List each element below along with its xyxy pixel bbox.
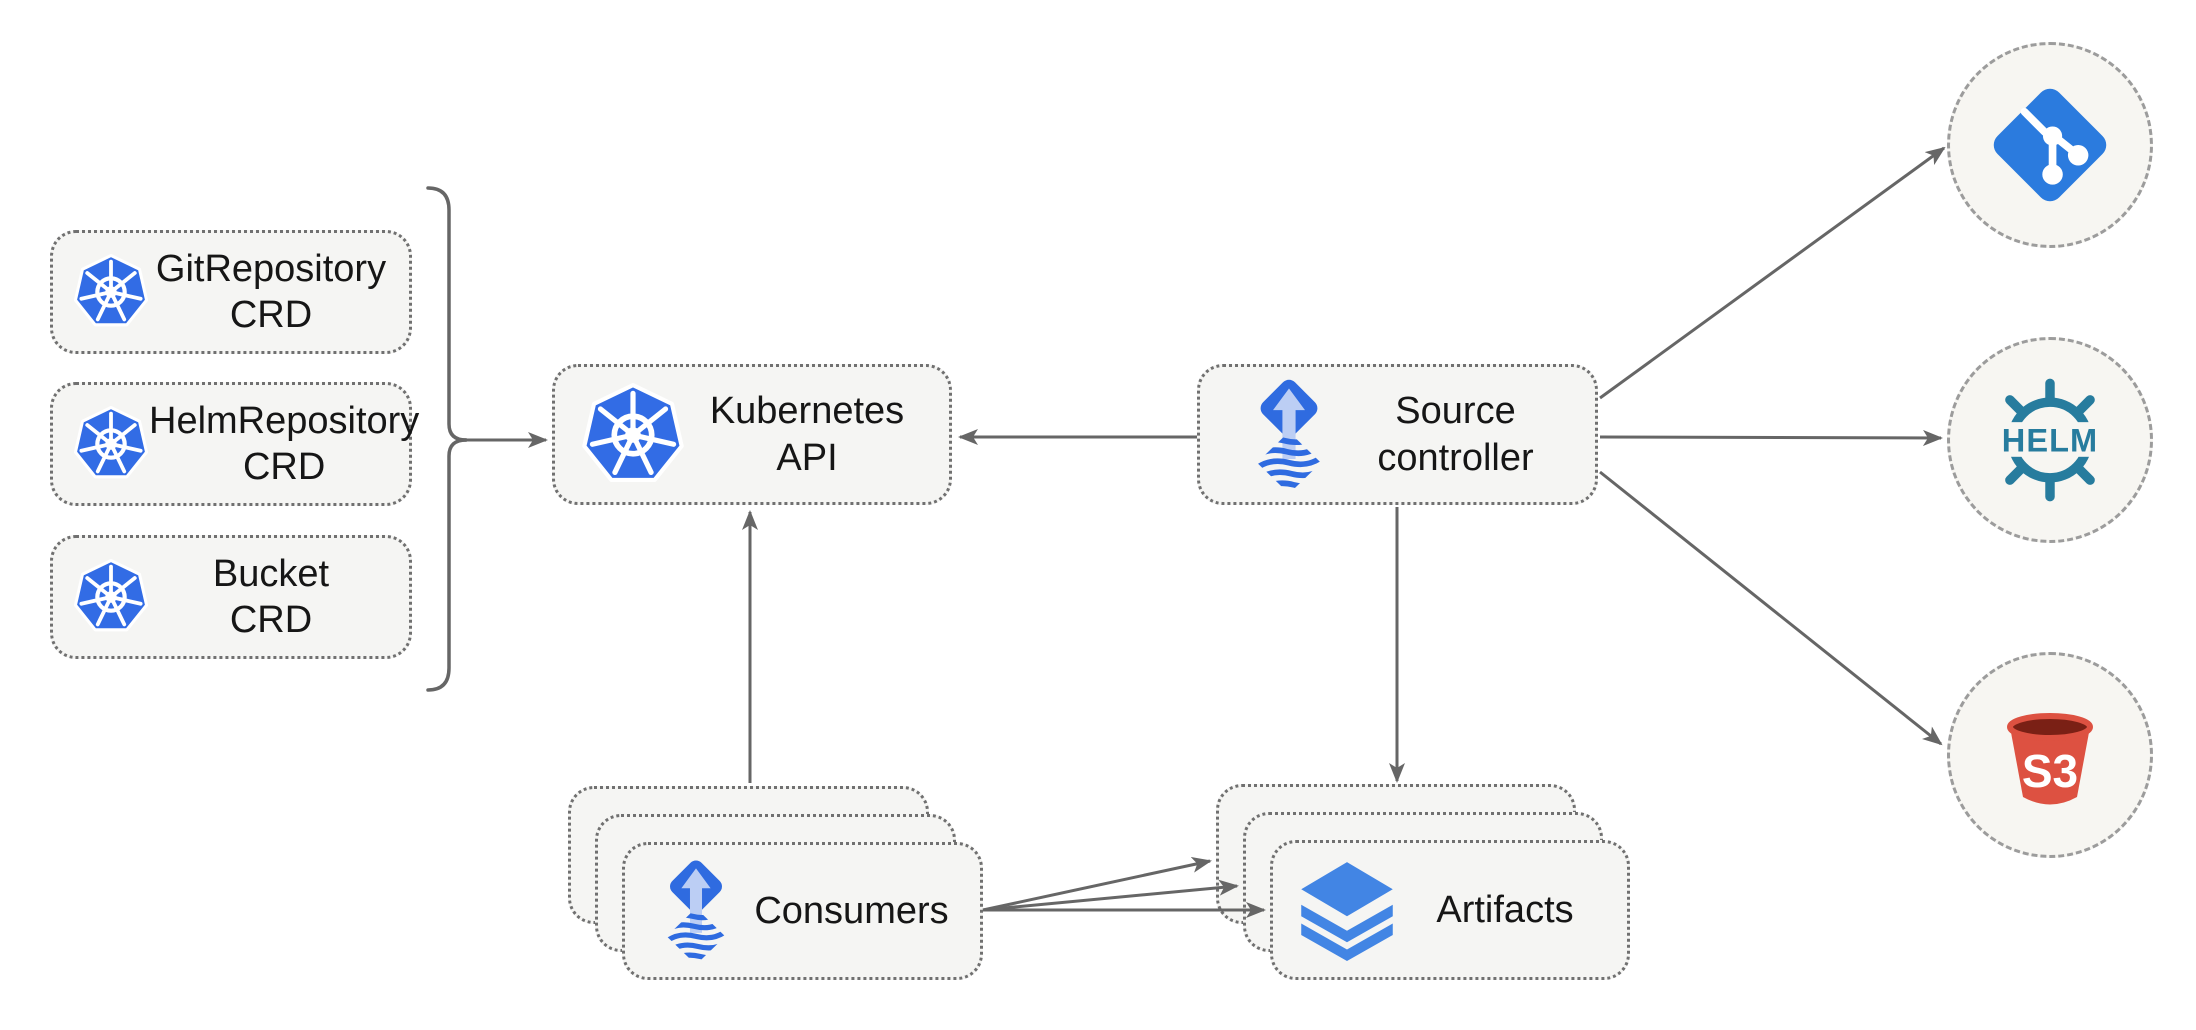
crd-bracket-top <box>426 186 468 442</box>
helm-icon: HELM <box>1989 378 2111 502</box>
node-bucket-crd: Bucket CRD <box>50 535 412 659</box>
node-source-controller: Source controller <box>1197 364 1598 505</box>
node-label: Bucket CRD <box>149 551 393 644</box>
node-kubernetes-api: Kubernetes API <box>552 364 952 505</box>
node-artifacts: Artifacts <box>1270 840 1630 980</box>
edge-consumers-to-artifacts-middle <box>982 879 1239 912</box>
node-label: Artifacts <box>1436 888 1574 931</box>
node-label: GitRepository CRD <box>149 246 393 339</box>
git-icon <box>1993 88 2107 202</box>
endpoint-helm: HELM <box>1947 337 2153 543</box>
endpoint-s3: S3 <box>1947 652 2153 858</box>
flux-icon <box>1242 376 1336 494</box>
edge-consumers-to-artifacts-back <box>982 856 1212 912</box>
endpoint-git <box>1947 42 2153 248</box>
node-label-line2: CRD <box>242 446 326 488</box>
node-label: Consumers <box>754 889 949 932</box>
node-git-repository-crd: GitRepository CRD <box>50 230 412 354</box>
kubernetes-icon <box>73 254 149 330</box>
node-label-line1: Source <box>1395 390 1516 433</box>
node-helm-repository-crd: HelmRepository CRD <box>50 382 419 506</box>
flux-icon <box>653 857 739 965</box>
edge-source-controller-to-git <box>1599 146 1946 400</box>
kubernetes-icon <box>73 559 149 635</box>
kubernetes-icon <box>581 383 685 487</box>
node-label-line2: controller <box>1377 436 1534 479</box>
s3-icon-text: S3 <box>2022 745 2078 797</box>
helm-icon-text: HELM <box>2002 423 2098 459</box>
node-label-line1: GitRepository <box>155 247 387 290</box>
layers-icon <box>1301 862 1393 961</box>
edge-source-controller-to-helm <box>1599 429 1943 446</box>
node-label: Kubernetes API <box>709 390 905 479</box>
node-consumers: Consumers <box>622 842 983 980</box>
crd-bracket-bottom <box>426 438 468 692</box>
node-label-line2: CRD <box>229 294 313 336</box>
node-label-line1: HelmRepository <box>149 399 420 442</box>
edge-source-controller-to-s3 <box>1599 470 1943 746</box>
node-label-line2: CRD <box>229 599 313 641</box>
node-label-line1: Bucket <box>212 552 330 595</box>
node-label: Source controller <box>1336 388 1575 481</box>
kubernetes-icon <box>73 406 149 482</box>
node-label: HelmRepository CRD <box>149 398 419 491</box>
s3-icon: S3 <box>2007 713 2093 805</box>
